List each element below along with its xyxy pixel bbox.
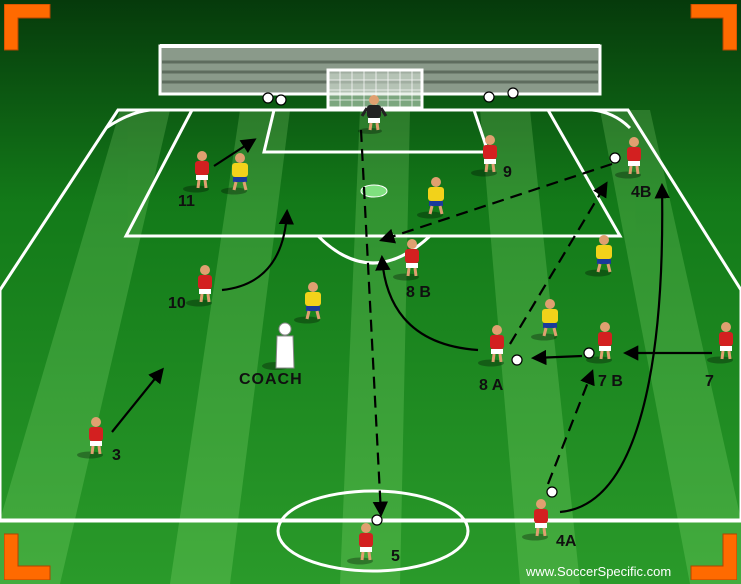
- coach-label: COACH: [239, 371, 303, 389]
- label-player-11: 11: [178, 193, 195, 211]
- corner-marker-bottom-left: [4, 532, 52, 580]
- corner-marker-top-right: [689, 4, 737, 52]
- ball: [584, 348, 594, 358]
- label-player-4a: 4A: [556, 533, 576, 551]
- ball: [484, 92, 494, 102]
- label-player-4b: 4B: [631, 184, 651, 202]
- ball: [276, 95, 286, 105]
- label-player-3: 3: [112, 447, 121, 465]
- label-player-7: 7: [705, 373, 714, 391]
- label-player-9: 9: [503, 164, 512, 182]
- ball: [610, 153, 620, 163]
- label-player-10: 10: [168, 295, 186, 313]
- label-player-7b: 7 B: [598, 373, 623, 391]
- ball: [372, 515, 382, 525]
- watermark: www.SoccerSpecific.com: [526, 564, 738, 579]
- ball: [263, 93, 273, 103]
- ball: [512, 355, 522, 365]
- label-player-5: 5: [391, 548, 400, 566]
- corner-marker-top-left: [4, 4, 52, 52]
- label-player-8a: 8 A: [479, 377, 503, 395]
- label-player-8b: 8 B: [406, 284, 431, 302]
- ball: [508, 88, 518, 98]
- ball: [547, 487, 557, 497]
